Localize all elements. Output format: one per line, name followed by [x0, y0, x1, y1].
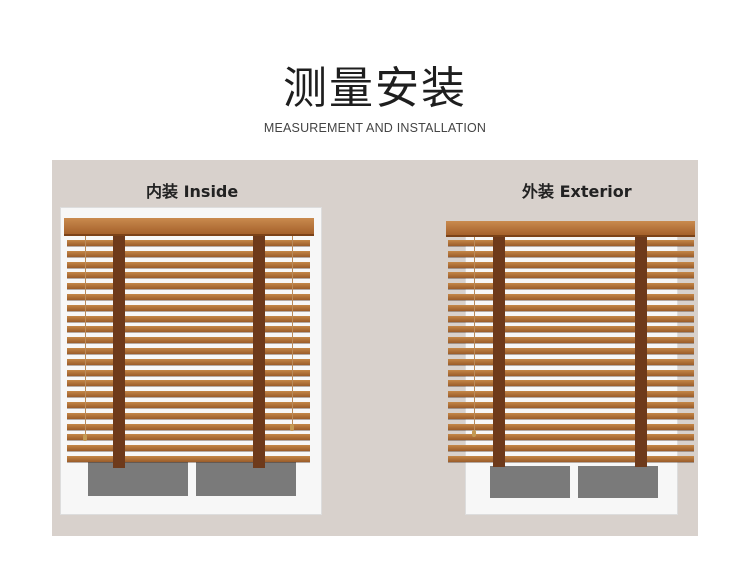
blind-slat — [67, 261, 310, 268]
blind-slat — [448, 391, 694, 398]
blind-slat — [448, 358, 694, 365]
blind-slats — [448, 240, 694, 465]
blind-headrail — [64, 218, 314, 236]
blind-slat — [448, 315, 694, 322]
blind-slat — [67, 402, 310, 408]
ladder-tape-right — [635, 237, 647, 467]
blind-slat — [67, 315, 310, 322]
blind-slat — [448, 240, 694, 246]
ladder-tape-left — [493, 237, 505, 467]
blind-slat — [67, 358, 310, 365]
blind-slats — [67, 240, 310, 466]
blind-slat — [67, 348, 310, 354]
blind-headrail — [446, 221, 695, 237]
cord-knob-right — [290, 424, 294, 431]
lift-cord-right — [292, 236, 293, 426]
blind-slat — [67, 240, 310, 246]
blind-slat — [448, 445, 694, 452]
window-glass-left — [88, 462, 188, 496]
page-title: 测量安装 — [283, 63, 467, 114]
exterior-mount-label: 外装 Exterior — [522, 182, 632, 201]
blind-slat — [448, 456, 694, 462]
blind-slat — [448, 304, 694, 311]
blind-slat — [67, 391, 310, 398]
blind-slat — [67, 423, 310, 430]
blind-slat — [67, 380, 310, 387]
window-glass-left — [490, 466, 570, 498]
ladder-tape-left — [113, 236, 125, 468]
page-subtitle: MEASUREMENT AND INSTALLATION — [263, 121, 487, 135]
window-glass-right — [578, 466, 658, 498]
blind-slat — [448, 402, 694, 408]
blind-slat — [67, 250, 310, 257]
blind-slat — [448, 272, 694, 279]
blind-slat — [448, 326, 694, 333]
lift-cord-left — [85, 236, 86, 436]
window-glass-right — [196, 462, 296, 496]
blind-slat — [67, 456, 310, 462]
blind-slat — [448, 283, 694, 290]
blind-slat — [448, 423, 694, 430]
lift-cord-left — [474, 237, 475, 432]
blind-slat — [448, 369, 694, 376]
blind-slat — [448, 337, 694, 344]
blind-slat — [67, 434, 310, 441]
blind-slat — [448, 380, 694, 387]
blind-slat — [448, 412, 694, 419]
blind-slat — [67, 412, 310, 419]
blind-slat — [67, 445, 310, 452]
blind-slat — [448, 348, 694, 354]
inside-mount-label: 内装 Inside — [146, 182, 239, 201]
blind-slat — [448, 261, 694, 268]
cord-knob-left — [83, 434, 87, 441]
blind-slat — [67, 283, 310, 290]
blind-slat — [67, 326, 310, 333]
blind-slat — [448, 294, 694, 300]
blind-slat — [448, 434, 694, 441]
blind-slat — [448, 250, 694, 257]
blind-slat — [67, 272, 310, 279]
blind-slat — [67, 304, 310, 311]
blind-slat — [67, 294, 310, 300]
cord-knob-left — [472, 430, 476, 437]
blind-slat — [67, 369, 310, 376]
blind-slat — [67, 337, 310, 344]
ladder-tape-right — [253, 236, 265, 468]
